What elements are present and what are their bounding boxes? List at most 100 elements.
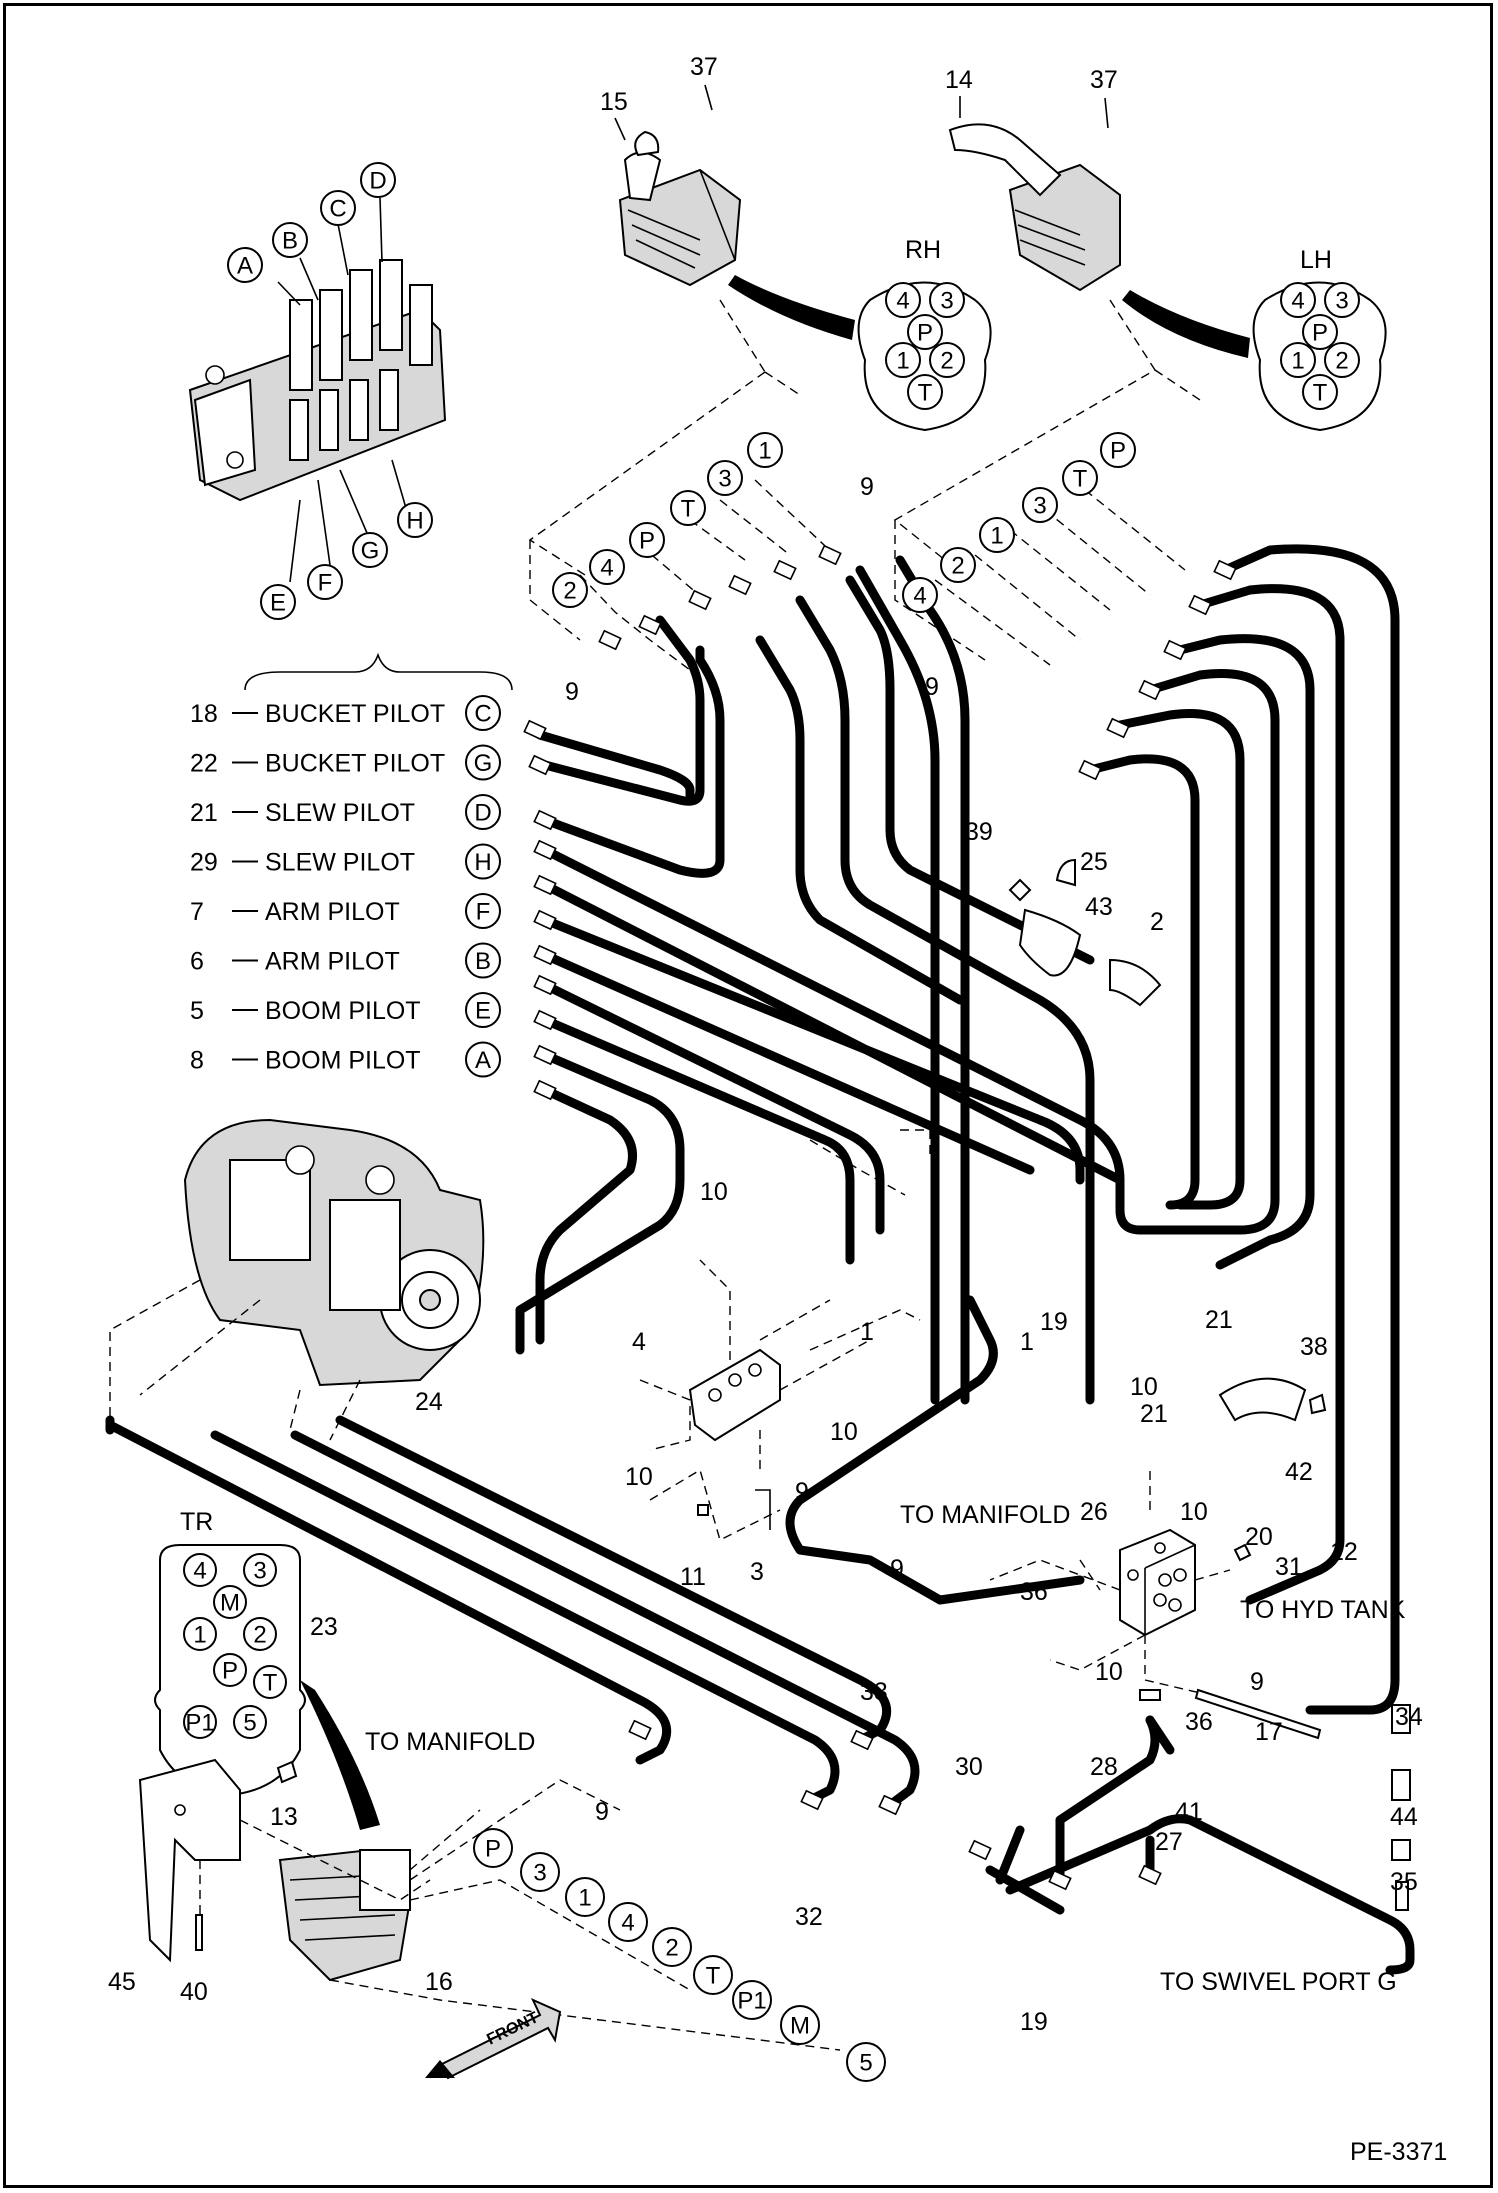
callout-24: 24: [415, 1388, 443, 1416]
rh-hose-port-4: 4: [589, 549, 625, 585]
valve-port-b: B: [272, 222, 308, 258]
callout-23: 23: [310, 1613, 338, 1641]
callout-42: 42: [1285, 1458, 1313, 1486]
rh-hose-port-1-text: 1: [758, 438, 771, 465]
rh-face-port-2-text: 2: [940, 348, 953, 375]
lh-hose-port-1: 1: [979, 517, 1015, 553]
pilot-line-port-d-text: D: [474, 800, 491, 827]
pilot-line-port-e-text: E: [475, 998, 491, 1025]
pilot-line-number: 5: [190, 997, 204, 1025]
rh-face-port-3-text: 3: [940, 288, 953, 315]
lh-face-port-P: P: [1302, 314, 1338, 350]
pilot-line-port-b-text: B: [475, 948, 491, 975]
callout-39: 39: [965, 818, 993, 846]
callout-32: 32: [795, 1903, 823, 1931]
tr-connector-pointer: [300, 1680, 380, 1830]
callout-10: 10: [830, 1418, 858, 1446]
tr-face-port-2-text: 2: [253, 1622, 266, 1649]
callout-15: 15: [600, 88, 628, 116]
rh-hose-port-2: 2: [552, 572, 588, 608]
pilot-line-port-c: C: [465, 695, 501, 731]
pilot-line-name: BOOM PILOT: [265, 997, 421, 1025]
callout-36: 36: [1185, 1708, 1213, 1736]
tr-hose-port-t-text: T: [706, 1963, 721, 1990]
block-dashed-leaders: [639, 1259, 921, 1542]
pilot-brace: [244, 652, 513, 691]
tr-hose-port-1: 1: [565, 1877, 605, 1917]
tr-face-port-p1-text: P1: [185, 1710, 214, 1737]
rh-face-port-3: 3: [929, 282, 965, 318]
rh-hose-port-4-text: 4: [600, 555, 613, 582]
rh-face-port-P-text: P: [917, 320, 933, 347]
tr-hose-port-m: M: [780, 2005, 820, 2045]
tr-hose-port-3: 3: [520, 1852, 560, 1892]
rh-hose-port-2-text: 2: [563, 578, 576, 605]
pilot-line-name: SLEW PILOT: [265, 849, 415, 877]
lh-hose-port-t-text: T: [1073, 466, 1088, 493]
callout-9: 9: [795, 1478, 809, 1506]
callout-44: 44: [1390, 1803, 1418, 1831]
tr-hose-port-p: P: [473, 1828, 513, 1868]
tr-hose-port-p1-text: P1: [737, 1988, 766, 2015]
pump-dashed-leaders: [109, 1129, 931, 1441]
lh-face-port-2: 2: [1324, 342, 1360, 378]
tr-hose-port-4: 4: [608, 1902, 648, 1942]
lh-face-port-2-text: 2: [1335, 348, 1348, 375]
callout-34: 34: [1395, 1703, 1423, 1731]
lh-hose-port-2: 2: [940, 547, 976, 583]
tr-hose-port-p1: P1: [732, 1980, 772, 2020]
valve-port-a-text: A: [237, 253, 253, 280]
callout-9: 9: [925, 673, 939, 701]
tr-face-port-1-text: 1: [193, 1622, 206, 1649]
pilot-line-port-b: B: [465, 942, 501, 979]
callout-28: 28: [1090, 1753, 1118, 1781]
lh-face-port-T-text: T: [1313, 380, 1328, 407]
pilot-line-name: BUCKET PILOT: [265, 700, 445, 728]
callout-40: 40: [180, 1978, 208, 2006]
valve-port-a: A: [227, 247, 263, 283]
tr-face-port-p1: P1: [183, 1705, 217, 1739]
hydraulic-pump: [183, 1118, 485, 1387]
rh-dashed-harness: [528, 299, 841, 671]
tr-face-port-2: 2: [243, 1617, 277, 1651]
lh-hose-port-p: P: [1100, 432, 1136, 468]
tr-face-port-p-text: P: [222, 1658, 238, 1685]
valve-port-e: E: [260, 584, 296, 620]
lh-hose-port-p-text: P: [1110, 438, 1126, 465]
lh-face-port-4-text: 4: [1291, 288, 1304, 315]
callout-9: 9: [565, 678, 579, 706]
callout-45: 45: [108, 1968, 136, 1996]
callout-3: 3: [750, 1558, 764, 1586]
rh-hose-port-1: 1: [747, 432, 783, 468]
callout-26: 26: [1080, 1498, 1108, 1526]
shuttle-block: [688, 1348, 781, 1442]
valve-port-d-text: D: [369, 168, 386, 195]
pilot-line-port-h-text: H: [474, 849, 491, 876]
lh-connector-pointer: [1122, 290, 1250, 358]
lh-hose-port-4: 4: [902, 577, 938, 613]
tr-hose-port-1-text: 1: [578, 1885, 591, 1912]
pilot-line-name: ARM PILOT: [265, 948, 400, 976]
callout-16: 16: [425, 1968, 453, 1996]
callout-19: 19: [1040, 1308, 1068, 1336]
tr-face-port-4: 4: [183, 1553, 217, 1587]
pilot-line-number: 6: [190, 948, 204, 976]
callout-9: 9: [595, 1798, 609, 1826]
tr-face-port-3: 3: [243, 1553, 277, 1587]
callout-21: 21: [1140, 1400, 1168, 1428]
rh-hose-port-p-text: P: [639, 528, 655, 555]
pilot-line-port-a: A: [465, 1041, 501, 1078]
rh-face-port-4-text: 4: [896, 288, 909, 315]
tr-face-port-m-text: M: [220, 1590, 240, 1617]
tr-face-port-t: T: [253, 1665, 287, 1699]
callout-11: 11: [680, 1563, 706, 1591]
tr-hose-port-5-text: 5: [859, 2050, 872, 2077]
callout-9: 9: [1250, 1668, 1264, 1696]
travel-pedal: [278, 1848, 412, 1982]
pilot-line-port-d: D: [465, 794, 501, 830]
lh-face-port-3-text: 3: [1335, 288, 1348, 315]
